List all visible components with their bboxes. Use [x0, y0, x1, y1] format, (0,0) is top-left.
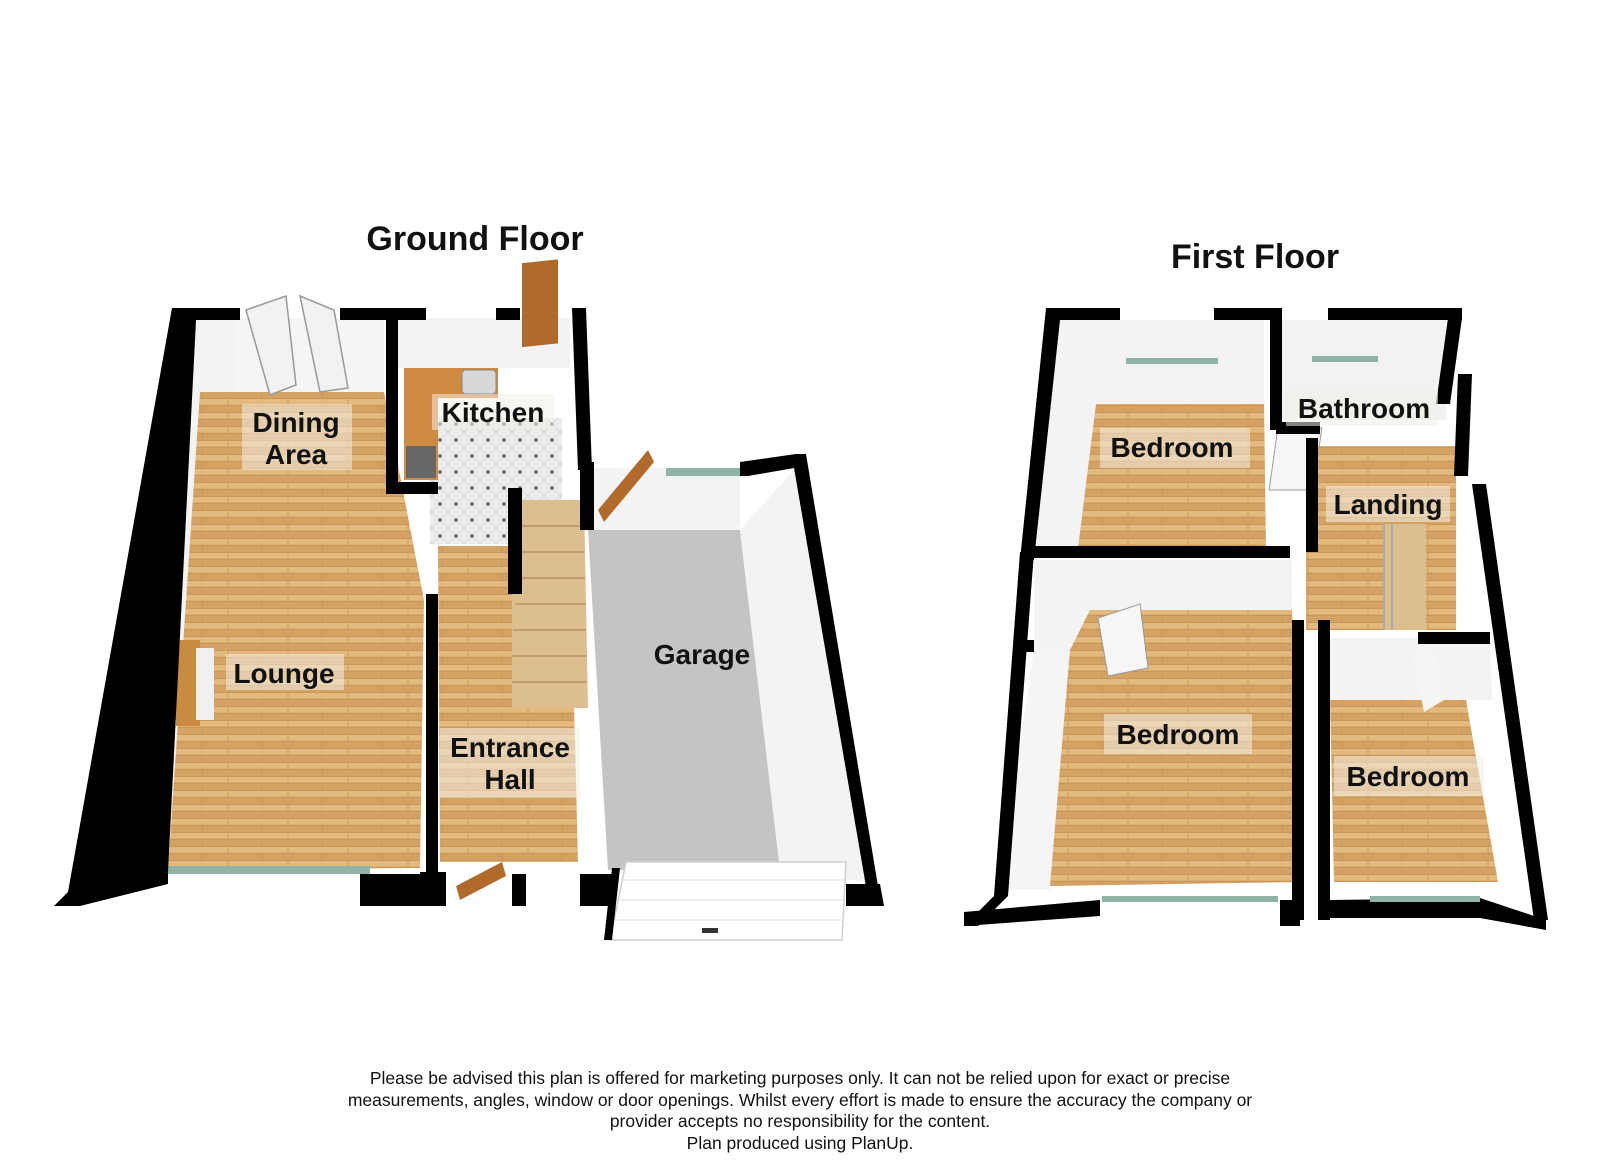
- landing-floor: [1306, 446, 1456, 630]
- entrance-hall-label-line2: Hall: [484, 764, 535, 795]
- landing-banister: [1383, 524, 1393, 630]
- ground-floor-walls: [54, 308, 884, 940]
- landing-stairs: [1384, 524, 1426, 630]
- bedroom-2-label: Bedroom: [1117, 719, 1240, 750]
- dining-patio-doors: [245, 294, 349, 396]
- window-sill: [168, 866, 370, 874]
- bathroom-label: Bathroom: [1298, 393, 1430, 424]
- dining-area-label-line1: Dining: [252, 407, 339, 438]
- ground-floor-title: Ground Floor: [366, 220, 583, 258]
- disclaimer-line-2: measurements, angles, window or door ope…: [347, 1089, 1253, 1110]
- lounge-label: Lounge: [233, 658, 334, 689]
- kitchen-hob: [406, 446, 436, 478]
- disclaimer-line-1: Please be advised this plan is offered f…: [369, 1068, 1231, 1088]
- bedroom-1-label: Bedroom: [1111, 432, 1234, 463]
- stair-treads: [512, 525, 587, 683]
- kitchen-door: [522, 259, 558, 348]
- garage-label: Garage: [654, 639, 751, 670]
- dining-area-label-line2: Area: [265, 439, 328, 470]
- bedroom-3-back-wall: [1330, 638, 1492, 700]
- disclaimer-text: Please be advised this plan is offered f…: [250, 1068, 1350, 1154]
- first-floor-labels: Bedroom Bathroom Landing Bedroom Bedroom: [1100, 390, 1484, 796]
- ground-floor: Ground Floor: [54, 220, 884, 941]
- garage-room: [588, 450, 866, 941]
- disclaimer-line-3: provider accepts no responsibility for t…: [609, 1111, 991, 1131]
- garage-side-door: [598, 450, 654, 522]
- bedroom-2-back-wall: [1034, 560, 1292, 650]
- bathroom-window: [1312, 356, 1378, 362]
- bedroom-1-floor: [1078, 404, 1266, 548]
- garage-door: [609, 861, 847, 941]
- lounge-dining-floor: [168, 392, 424, 870]
- landing-room: [1306, 446, 1456, 630]
- landing-label: Landing: [1334, 489, 1443, 520]
- fireplace-hearth: [196, 648, 214, 720]
- bedroom-3-cupboard: [1412, 640, 1444, 712]
- bedroom-2-door: [1097, 603, 1149, 677]
- garage-right-wall: [740, 468, 866, 882]
- first-floor: First Floor: [964, 238, 1548, 930]
- fireplace: [176, 640, 200, 726]
- first-floor-walls: [964, 308, 1548, 930]
- ground-floor-labels: Dining Area Kitchen Lounge Entrance Hall…: [226, 394, 750, 798]
- first-floor-title: First Floor: [1171, 238, 1339, 276]
- kitchen-label: Kitchen: [442, 397, 545, 428]
- bedroom-1-window: [1126, 358, 1218, 364]
- garage-floor: [588, 530, 780, 870]
- bedroom-3-label: Bedroom: [1347, 761, 1470, 792]
- bedroom-2-wardrobe: [998, 650, 1070, 890]
- disclaimer-line-4: Plan produced using PlanUp.: [686, 1132, 914, 1153]
- kitchen-sink: [461, 369, 497, 395]
- entrance-hall-label-line1: Entrance: [450, 732, 570, 763]
- bedroom-1-back-wall: [1036, 320, 1264, 548]
- front-door: [456, 862, 506, 900]
